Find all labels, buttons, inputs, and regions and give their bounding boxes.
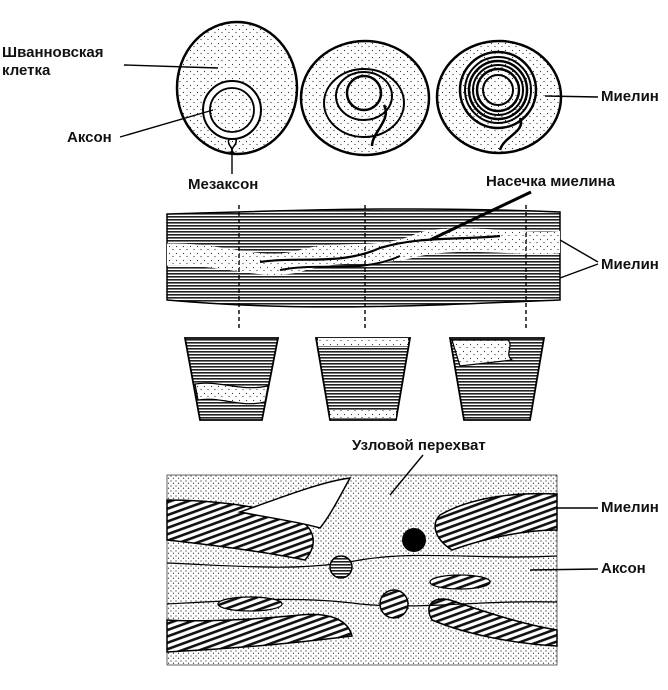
label-mesaxon: Мезаксон <box>188 176 259 193</box>
leader-lines-top <box>119 64 599 174</box>
wedge-1 <box>183 337 280 421</box>
wedge-2 <box>314 337 412 421</box>
wedge-3 <box>448 337 546 421</box>
leader-lines-bottom <box>389 454 599 571</box>
myelin-notch-pointer <box>429 190 532 242</box>
leader-lines-mid <box>238 205 599 330</box>
label-myelin-middle: Миелин <box>601 256 659 273</box>
node-of-ranvier-panel <box>166 474 558 666</box>
label-myelin-bottom: Миелин <box>601 499 659 516</box>
label-myelin-notch: Насечка миелина <box>486 173 616 190</box>
label-myelin-top: Миелин <box>601 88 659 105</box>
stage-2-schwann-cell <box>299 39 431 157</box>
label-node-of-ranvier: Узловой перехват <box>352 437 486 454</box>
label-axon-bottom: Аксон <box>601 560 646 577</box>
stage-1-schwann-cell <box>175 20 299 156</box>
label-schwann-cell: Шванновская клетка <box>2 44 104 79</box>
stage-3-schwann-cell <box>435 39 563 155</box>
myelin-sheath-band <box>166 208 561 308</box>
label-axon-top: Аксон <box>67 129 112 146</box>
